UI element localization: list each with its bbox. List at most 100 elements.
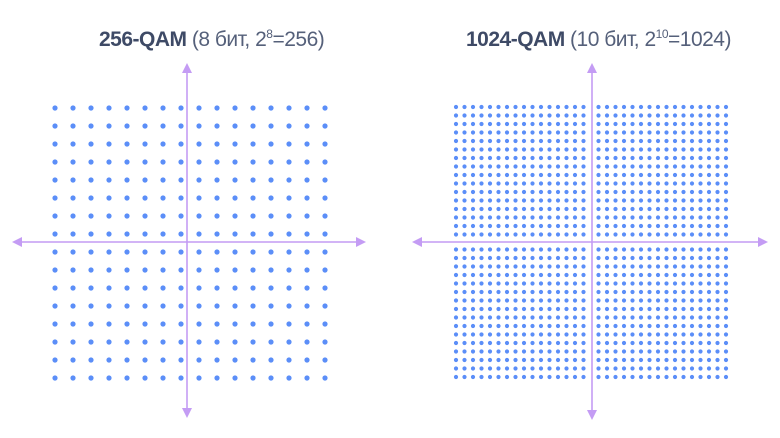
constellation-point: [178, 105, 184, 111]
constellation-point: [268, 321, 274, 327]
constellation-point: [462, 164, 467, 169]
constellation-point: [479, 264, 484, 269]
constellation-point: [88, 195, 94, 201]
constellation-point: [664, 272, 669, 278]
constellation-point: [581, 357, 586, 363]
constellation-point: [547, 232, 552, 237]
constellation-point: [470, 255, 476, 261]
constellation-point: [52, 357, 58, 363]
constellation-point: [504, 198, 510, 203]
constellation-point: [715, 130, 720, 135]
constellation-point: [706, 323, 712, 329]
constellation-point: [689, 138, 695, 144]
constellation-point: [655, 255, 661, 261]
constellation-point: [70, 177, 76, 183]
constellation-point: [596, 113, 601, 118]
constellation-point: [613, 215, 618, 220]
constellation-point: [547, 340, 552, 346]
constellation-point: [470, 340, 476, 346]
constellation-point: [521, 366, 527, 371]
constellation-point: [322, 159, 328, 165]
constellation-point: [698, 289, 703, 295]
constellation-point: [70, 303, 76, 309]
constellation-point: [496, 138, 501, 144]
constellation-point: [698, 366, 703, 371]
constellation-point: [504, 164, 510, 169]
constellation-point: [638, 138, 644, 144]
constellation-point: [487, 181, 493, 186]
constellation-point: [538, 247, 544, 252]
constellation-point: [681, 155, 686, 161]
constellation-point: [564, 255, 569, 261]
constellation-point: [555, 332, 561, 337]
constellation-point: [504, 104, 510, 110]
constellation-point: [715, 155, 720, 161]
constellation-point: [638, 172, 644, 178]
constellation-point: [178, 177, 184, 183]
constellation-point: [655, 155, 661, 161]
constellation-point: [70, 231, 76, 237]
constellation-point: [596, 206, 601, 212]
constellation-point: [462, 332, 467, 337]
constellation-point: [572, 247, 578, 252]
constellation-point: [124, 249, 130, 255]
constellation-point: [521, 247, 527, 252]
constellation-point: [681, 147, 686, 152]
constellation-point: [304, 123, 310, 129]
constellation-point: [487, 130, 493, 135]
constellation-point: [723, 264, 729, 269]
constellation-point: [214, 123, 220, 129]
constellation-point: [470, 281, 476, 286]
constellation-point: [630, 181, 635, 186]
constellation-point: [647, 155, 652, 161]
constellation-point: [706, 198, 712, 203]
constellation-point: [715, 198, 720, 203]
constellation-point: [613, 281, 618, 286]
constellation-point: [647, 315, 652, 320]
constellation-point: [487, 138, 493, 144]
constellation-point: [504, 366, 510, 371]
constellation-point: [142, 339, 148, 345]
constellation-point: [232, 321, 238, 327]
constellation-point: [604, 147, 610, 152]
constellation-point: [706, 289, 712, 295]
constellation-point: [322, 249, 328, 255]
constellation-point: [621, 113, 627, 118]
constellation-point: [706, 298, 712, 303]
constellation-point: [547, 147, 552, 152]
constellation-point: [479, 206, 484, 212]
constellation-point: [555, 366, 561, 371]
constellation-point: [52, 213, 58, 219]
constellation-point: [538, 298, 544, 303]
constellation-point: [88, 321, 94, 327]
constellation-point: [322, 339, 328, 345]
constellation-point: [715, 272, 720, 278]
constellation-point: [664, 181, 669, 186]
constellation-point: [88, 267, 94, 273]
constellation-point: [564, 138, 569, 144]
constellation-point: [655, 121, 661, 127]
constellation-point: [706, 340, 712, 346]
constellation-point: [715, 315, 720, 320]
constellation-point: [160, 177, 166, 183]
constellation-point: [723, 181, 729, 186]
constellation-point: [689, 289, 695, 295]
constellation-point: [564, 349, 569, 354]
constellation-point: [504, 113, 510, 118]
constellation-point: [596, 247, 601, 252]
constellation-point: [70, 357, 76, 363]
constellation-point: [581, 323, 586, 329]
constellation-point: [521, 332, 527, 337]
constellation-point: [304, 339, 310, 345]
constellation-point: [664, 255, 669, 261]
constellation-point: [462, 215, 467, 220]
constellation-point: [698, 298, 703, 303]
constellation-point: [453, 104, 459, 110]
constellation-point: [647, 138, 652, 144]
constellation-point: [462, 247, 467, 252]
constellation-point: [613, 349, 618, 354]
constellation-point: [621, 298, 627, 303]
constellation-point: [52, 105, 58, 111]
constellation-point: [715, 289, 720, 295]
constellation-point: [70, 159, 76, 165]
